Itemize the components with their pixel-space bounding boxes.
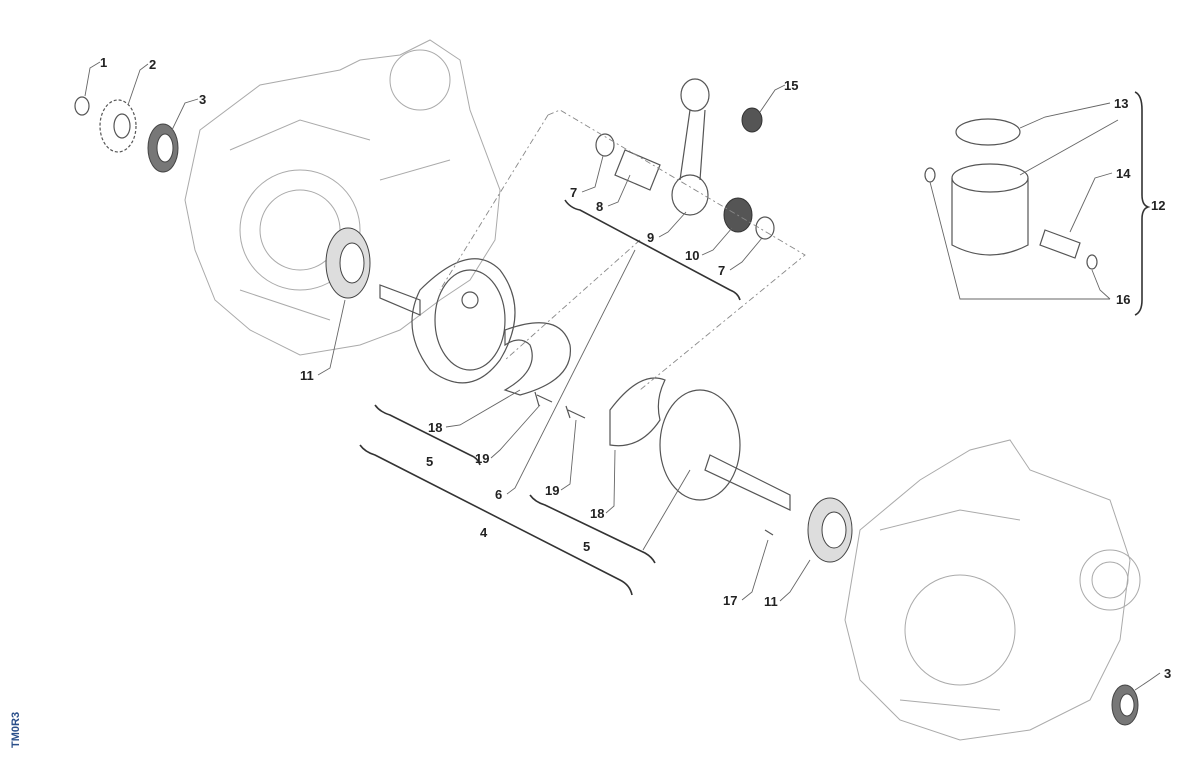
callout-7: 7: [718, 263, 725, 278]
callout-3: 3: [199, 92, 206, 107]
callout-10: 10: [685, 248, 699, 263]
piston-part-12: [951, 163, 1029, 256]
key-part-17: [764, 529, 774, 536]
gear-part-2: [99, 99, 137, 153]
leader-lines: [84, 61, 1161, 691]
bearing-part-15: [741, 107, 763, 133]
callout-9: 9: [647, 230, 654, 245]
pin-part-14: [1039, 229, 1081, 259]
seal-part-3-right: [1111, 684, 1139, 726]
crank-half-right: [609, 377, 791, 511]
callout-4: 4: [480, 525, 488, 540]
washer-part-7-top: [595, 133, 615, 157]
callout-5: 5: [426, 454, 433, 469]
callout-13: 13: [1114, 96, 1128, 111]
bearing-part-11-left: [325, 227, 371, 299]
left-crankcase: [184, 39, 501, 356]
callout-17: 17: [723, 593, 737, 608]
clip-part-16-right: [1086, 254, 1098, 270]
callout-6: 6: [495, 487, 502, 502]
callout-15: 15: [784, 78, 798, 93]
clip-part-16-left: [924, 167, 936, 183]
screw-part-19-right: [565, 405, 586, 419]
callout-5: 5: [583, 539, 590, 554]
callout-8: 8: [596, 199, 603, 214]
callout-19: 19: [545, 483, 559, 498]
pin-part-8: [614, 149, 661, 191]
crank-half-left: [379, 258, 516, 384]
group-brackets: [359, 91, 1151, 596]
right-crankcase: [844, 439, 1141, 741]
seal-part-3: [147, 123, 179, 173]
bearing-part-11-right: [807, 497, 853, 563]
washer-part-1: [74, 96, 90, 116]
callout-labels: 1 2 3 15 13 14 12 16 7 8 9 10 7 11 18 5 …: [100, 55, 1171, 681]
washer-part-7-bottom: [755, 216, 775, 240]
callout-18: 18: [428, 420, 442, 435]
callout-18: 18: [590, 506, 604, 521]
ring-part-13: [955, 118, 1021, 146]
callout-1: 1: [100, 55, 107, 70]
callout-11: 11: [764, 594, 778, 609]
callout-3: 3: [1164, 666, 1171, 681]
callout-19: 19: [475, 451, 489, 466]
callout-7: 7: [570, 185, 577, 200]
conrod-part-9: [671, 78, 710, 216]
callout-14: 14: [1116, 166, 1131, 181]
drawing-code: TM0R3: [10, 711, 22, 748]
screw-part-19-left: [534, 391, 553, 407]
callout-12: 12: [1151, 198, 1165, 213]
callout-16: 16: [1116, 292, 1130, 307]
callout-11: 11: [300, 368, 314, 383]
callout-2: 2: [149, 57, 156, 72]
shim-part-18-left: [503, 322, 571, 396]
